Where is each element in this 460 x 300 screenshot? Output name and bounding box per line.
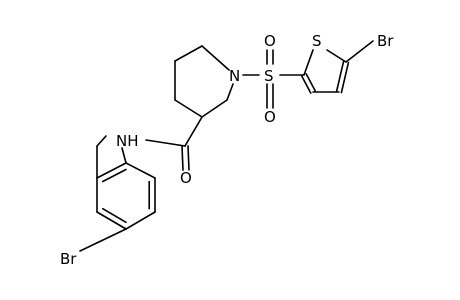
bond-phenyl-3 bbox=[125, 211, 156, 230]
bond-layer bbox=[79, 40, 374, 252]
atom-o-sulfonyl-bottom: O bbox=[264, 108, 276, 126]
bond-c5-c6 bbox=[201, 99, 228, 118]
bond-carbonyl-nh bbox=[145, 139, 186, 147]
atom-o-carbonyl: O bbox=[180, 169, 192, 187]
bond-phenyl-br bbox=[79, 228, 127, 252]
bond-thio-s-c5 bbox=[326, 49, 347, 63]
bond-phenyl-6 bbox=[96, 162, 127, 179]
atom-label-layer: N S O O S Br NH O Br bbox=[60, 32, 394, 268]
bond-thio-c3-c2-b bbox=[300, 75, 312, 94]
bond-thio-c2-s bbox=[303, 49, 314, 76]
bond-phenyl-inner-3 bbox=[102, 168, 127, 183]
atom-n-piperidine: N bbox=[229, 67, 240, 85]
bond-thio-c5-br bbox=[345, 40, 374, 63]
atom-o-sulfonyl-top: O bbox=[264, 32, 276, 50]
atom-br-phenyl: Br bbox=[60, 250, 77, 268]
bond-nh-aryl bbox=[121, 147, 127, 164]
bond-ring-carbonyl bbox=[184, 116, 203, 147]
bond-thio-c5-c4-b bbox=[340, 61, 350, 94]
bond-methyl-end bbox=[96, 135, 107, 147]
atom-br-thiophene: Br bbox=[377, 32, 394, 50]
bond-c2-c3 bbox=[174, 45, 203, 62]
bond-c4-c5 bbox=[174, 99, 203, 118]
bond-phenyl-4 bbox=[96, 211, 127, 230]
bond-n-c2 bbox=[201, 45, 230, 71]
bond-phenyl-inner-2 bbox=[102, 207, 127, 224]
bond-phenyl-1 bbox=[125, 162, 156, 179]
bond-carbonyl-o-a bbox=[181, 145, 184, 171]
atom-s-thiophene: S bbox=[312, 32, 322, 50]
bond-carbonyl-o-b bbox=[187, 145, 190, 171]
atom-s-sulfonyl: S bbox=[264, 67, 274, 85]
atom-nh-amide: NH bbox=[116, 132, 139, 150]
bond-c6-n bbox=[226, 83, 234, 101]
bond-thio-c3-c2-a bbox=[305, 73, 317, 92]
bond-thio-c5-c4-a bbox=[335, 60, 345, 93]
